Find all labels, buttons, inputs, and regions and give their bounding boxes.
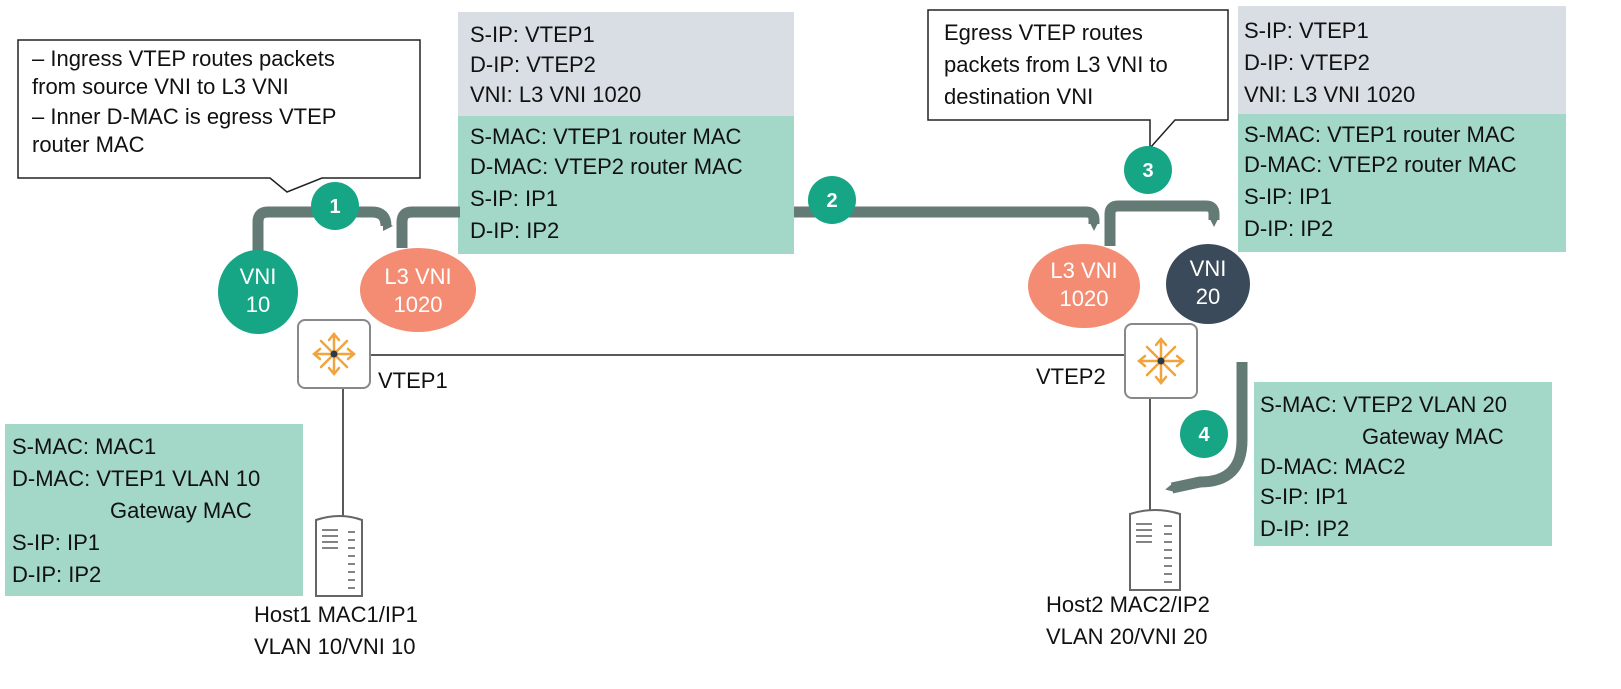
flow-arrows [252,200,1248,494]
step-number: 3 [1142,160,1153,182]
flow-arrow-3 [1104,200,1220,246]
l3-vni-left-node: L3 VNI 1020 [360,248,476,332]
node-label: 10 [246,292,270,317]
vni-20-node: VNI 20 [1166,244,1250,324]
step-number: 2 [826,190,837,212]
packet-field: D-IP: IP2 [470,218,559,243]
packet-field: S-MAC: VTEP2 VLAN 20 [1260,392,1507,417]
l3-vni-right-node: L3 VNI 1020 [1028,244,1140,328]
egress-callout-line: packets from L3 VNI to [944,52,1168,77]
vni-10-node: VNI 10 [218,250,298,334]
packet-field: D-MAC: MAC2 [1260,454,1405,479]
step-badge-3: 3 [1124,146,1172,194]
ingress-callout: – Ingress VTEP routes packets from sourc… [17,39,421,193]
packet-field: D-MAC: VTEP2 router MAC [470,154,743,179]
host1-label: Host1 MAC1/IP1 [254,602,418,627]
packet-field: S-MAC: MAC1 [12,434,156,459]
packet-field: S-IP: VTEP1 [470,22,595,47]
vtep1-switch-icon [297,319,371,389]
packet-field: D-IP: VTEP2 [470,52,596,77]
inner-header-box [458,116,794,254]
packet-field: Gateway MAC [1362,424,1504,449]
outer-header-box [458,12,794,116]
step-badge-4: 4 [1180,410,1228,458]
packet-field: S-IP: IP1 [12,530,100,555]
host1-packet-header: S-MAC: MAC1 D-MAC: VTEP1 VLAN 10 Gateway… [5,424,303,596]
vtep2-packet-header: S-IP: VTEP1 D-IP: VTEP2 VNI: L3 VNI 1020… [1238,6,1566,252]
packet-field: S-IP: IP1 [470,186,558,211]
packet-field: S-MAC: VTEP1 router MAC [1244,122,1516,147]
packet-field: D-IP: VTEP2 [1244,50,1370,75]
node-label: 1020 [1060,286,1109,311]
egress-callout-line: destination VNI [944,84,1093,109]
outer-header-box [1238,6,1566,114]
node-label: VNI [1190,256,1227,281]
vtep2-label: VTEP2 [1036,364,1106,389]
flow-arrow-1 [252,206,392,262]
packet-field: S-MAC: VTEP1 router MAC [470,124,742,149]
ingress-callout-line: – Ingress VTEP routes packets [32,46,335,71]
egress-callout-line: Egress VTEP routes [944,20,1143,45]
node-label: VNI [240,264,277,289]
flow-arrow-2 [396,206,460,248]
packet-field: D-IP: IP2 [1244,216,1333,241]
node-label: 20 [1196,284,1220,309]
host2-server-icon [1129,509,1181,591]
host2-label: VLAN 20/VNI 20 [1046,624,1207,649]
packet-field: S-IP: IP1 [1244,184,1332,209]
packet-field: D-IP: IP2 [1260,516,1349,541]
vtep1-label: VTEP1 [378,368,448,393]
packet-field: Gateway MAC [110,498,252,523]
packet-field: VNI: L3 VNI 1020 [1244,82,1415,107]
packet-field: S-IP: VTEP1 [1244,18,1369,43]
step-badge-1: 1 [311,182,359,230]
node-label: L3 VNI [384,264,451,289]
host1-label: VLAN 10/VNI 10 [254,634,415,659]
packet-field: D-IP: IP2 [12,562,101,587]
packet-field: VNI: L3 VNI 1020 [470,82,641,107]
flow-arrow-4 [1165,362,1248,494]
packet-field: D-MAC: VTEP2 router MAC [1244,152,1517,177]
step-number: 4 [1198,424,1210,446]
host2-packet-header: S-MAC: VTEP2 VLAN 20 Gateway MAC D-MAC: … [1254,382,1552,546]
packet-field: S-IP: IP1 [1260,484,1348,509]
host2-label: Host2 MAC2/IP2 [1046,592,1210,617]
vtep1-packet-header: S-IP: VTEP1 D-IP: VTEP2 VNI: L3 VNI 1020… [458,12,794,254]
ingress-callout-line: – Inner D-MAC is egress VTEP [32,104,336,129]
host1-server-icon [315,515,363,597]
packet-field: D-MAC: VTEP1 VLAN 10 [12,466,260,491]
flow-arrow-2-b [794,206,1100,231]
node-label: 1020 [394,292,443,317]
ingress-callout-line: router MAC [32,132,145,157]
node-label: L3 VNI [1050,258,1117,283]
ingress-callout-line: from source VNI to L3 VNI [32,74,289,99]
step-number: 1 [329,196,340,218]
egress-callout: Egress VTEP routes packets from L3 VNI t… [927,9,1229,150]
inner-header-box [1238,114,1566,252]
step-badge-2: 2 [808,176,856,224]
vtep2-switch-icon [1124,323,1198,399]
